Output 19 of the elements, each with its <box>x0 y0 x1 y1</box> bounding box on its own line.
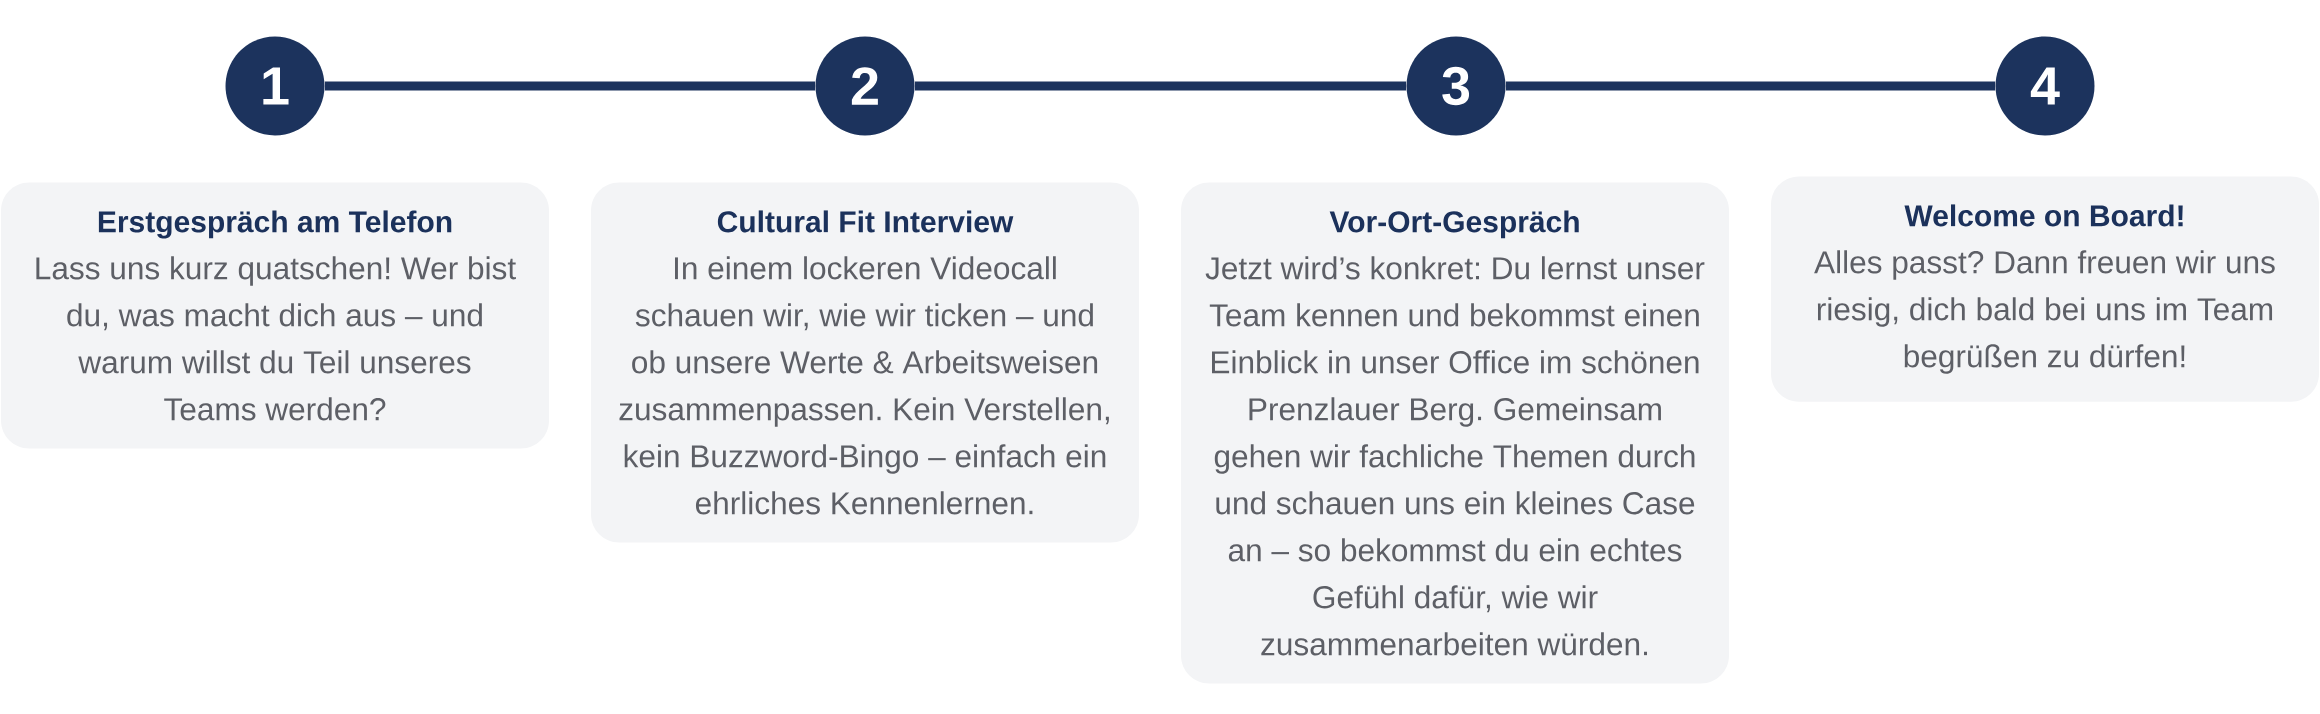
step-description: Jetzt wird’s konkret: Du lernst unser Team kennen und bekommst einen Einblick in unser Office im schönen Prenzlauer Berg. Gemeinsam gehen wir fachliche Themen durch und schauen uns ein kleines Case an – so bekommst du ein echtes Gefühl dafür, wie wir zusammenarbeiten würden. <box>1205 256 1705 656</box>
step-description: Lass uns kurz quatschen! Wer bist du, was macht dich aus – und warum willst du Teil unseres Teams werden? <box>36 256 516 421</box>
connector-line <box>914 81 1407 91</box>
step-title: Vor-Ort-Gespräch <box>1329 210 1579 239</box>
number-badge <box>815 36 915 136</box>
connector-line <box>324 81 816 91</box>
number-badge <box>225 36 325 136</box>
step-number: 2 <box>851 67 878 105</box>
step-title: Erstgespräch am Telefon <box>98 210 452 239</box>
number-badge <box>1995 36 2095 136</box>
step-title: Cultural Fit Interview <box>717 210 1014 233</box>
step-number: 3 <box>1442 66 1470 106</box>
step-description: In einem lockeren Videocall schauen wir, wie wir ticken – und ob unsere Werte & Arbeitsweisen zusammenpassen. Kein Verstellen, kein Buzzword-Bingo – einfach ein ehrliches Kennenlernen. <box>619 256 1109 515</box>
connector-line <box>1505 81 1996 91</box>
step-title: Welcome on Board! <box>1904 204 2183 227</box>
number-badge <box>1406 36 1506 136</box>
step-number: 1 <box>263 67 289 105</box>
step-description: Alles passt? Dann freuen wir uns riesig, dich bald bei uns im Team begrüßen zu dürfen! <box>1814 250 2275 374</box>
step-number: 4 <box>2030 67 2060 105</box>
